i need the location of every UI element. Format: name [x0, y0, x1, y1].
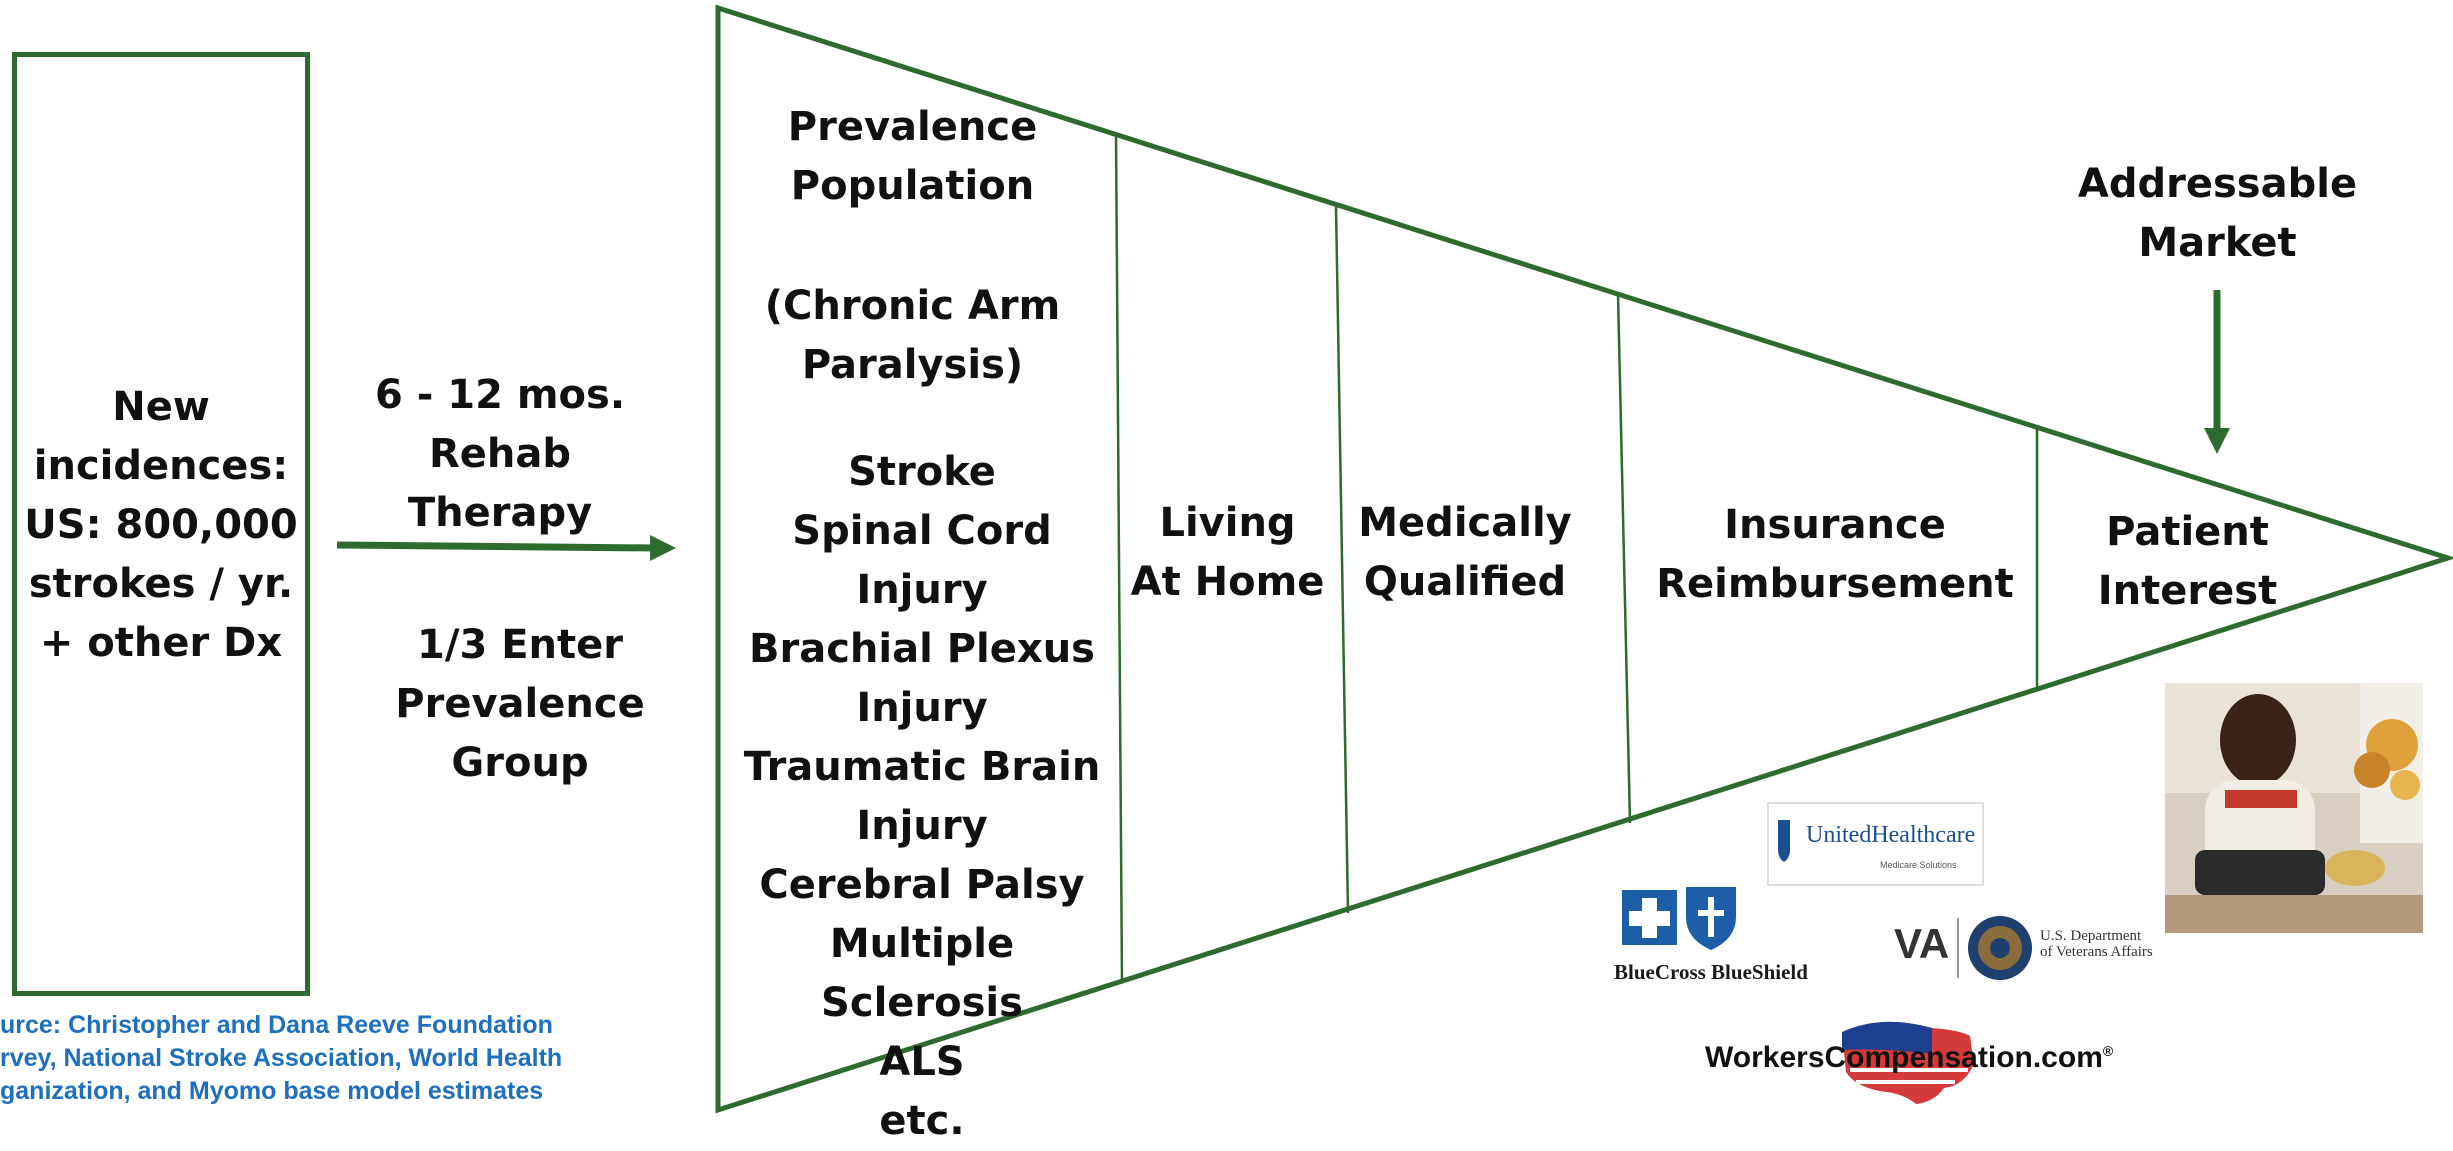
condition-item: etc. — [879, 1098, 965, 1144]
rehab-line: 6 - 12 mos. — [374, 372, 626, 418]
stage-patient-interest: Patient Interest — [2040, 503, 2335, 621]
bluecross-icon — [1622, 890, 1677, 945]
addressable-line: Market — [2138, 220, 2297, 266]
condition-item: Cerebral Palsy — [759, 862, 1085, 908]
condition-item: Brachial Plexus — [749, 626, 1095, 672]
rehab-therapy-label: 6 - 12 mos. Rehab Therapy — [330, 366, 670, 543]
stage-prevalence-subtitle-line: (Chronic Arm — [764, 283, 1061, 329]
stage-prevalence-subtitle: (Chronic Arm Paralysis) — [720, 277, 1105, 395]
new-incidences-line: strokes / yr. — [28, 561, 294, 607]
stage-prevalence-title-line: Prevalence — [787, 104, 1038, 150]
condition-item: Injury — [856, 803, 988, 849]
stage-prevalence-subtitle-line: Paralysis) — [801, 342, 1024, 388]
stage-divider-3 — [1616, 293, 1632, 824]
va-seal-icon — [1957, 916, 2032, 980]
stage-prevalence-title-line: Population — [790, 163, 1035, 209]
blueshield-icon — [1686, 887, 1736, 950]
arrow-right-icon — [336, 535, 676, 561]
prevalence-group-label: 1/3 Enter Prevalence Group — [330, 616, 710, 793]
unitedhealthcare-logo — [1767, 802, 1984, 886]
stage-living-line: At Home — [1130, 559, 1325, 605]
rehab-line: Rehab Therapy — [407, 431, 593, 536]
source-line: rvey, National Stroke Association, World… — [0, 1044, 563, 1072]
condition-item: Stroke — [848, 449, 996, 495]
unitedhealthcare-text: UnitedHealthcare — [1806, 822, 1976, 848]
prevalence-group-line: Prevalence Group — [395, 681, 645, 786]
new-incidences-line: US: 800,000 — [24, 502, 298, 548]
stage-divider-2 — [1334, 205, 1350, 914]
condition-item: Traumatic Brain — [743, 744, 1101, 790]
condition-list: Stroke Spinal Cord Injury Brachial Plexu… — [722, 443, 1122, 1151]
stage-divider-1 — [1114, 134, 1124, 984]
new-incidences-line: incidences: — [33, 443, 289, 489]
addressable-line: Addressable — [2077, 161, 2358, 207]
stage-patient-line: Patient — [2106, 509, 2269, 555]
va-department-line: of Veterans Affairs — [2040, 944, 2153, 960]
prevalence-group-line: 1/3 Enter — [417, 622, 623, 668]
stage-medically-line: Medically — [1358, 500, 1572, 546]
stage-prevalence-title: Prevalence Population — [720, 98, 1105, 216]
bcbs-text: BlueCross BlueShield — [1614, 960, 1808, 984]
source-line: ganization, and Myomo base model estimat… — [0, 1077, 544, 1105]
stage-medically-line: Qualified — [1363, 559, 1567, 605]
addressable-market-label: Addressable Market — [2050, 155, 2385, 273]
unitedhealthcare-subtext: Medicare Solutions — [1880, 860, 1957, 870]
patient-photo — [2165, 683, 2423, 933]
stage-medically-qualified: Medically Qualified — [1345, 494, 1585, 612]
condition-item: Multiple Sclerosis — [821, 921, 1023, 1026]
arrow-down-icon — [2204, 290, 2230, 454]
condition-item: Spinal Cord Injury — [792, 508, 1052, 613]
source-note: urce: Christopher and Dana Reeve Foundat… — [0, 1009, 640, 1108]
new-incidences-text: New incidences: US: 800,000 strokes / yr… — [12, 378, 310, 673]
condition-item: ALS — [879, 1039, 965, 1085]
us-flag-map-icon — [1842, 1021, 1974, 1104]
va-department-line: U.S. Department — [2040, 928, 2142, 944]
registered-mark: ® — [2102, 1043, 2114, 1059]
new-incidences-box — [12, 52, 310, 996]
stage-insurance-line: Reimbursement — [1656, 561, 2014, 607]
stage-patient-line: Interest — [2097, 568, 2278, 614]
stage-living-line: Living — [1159, 500, 1296, 546]
stage-living-at-home: Living At Home — [1120, 494, 1335, 612]
condition-item: Injury — [856, 685, 988, 731]
stage-insurance-line: Insurance — [1724, 502, 1946, 548]
va-department-text: U.S. Department of Veterans Affairs — [2040, 928, 2153, 960]
funnel-diagram — [336, 4, 2453, 1114]
workers-comp-text: WorkersCompensation.com — [1705, 1041, 2103, 1074]
va-text: VA — [1894, 920, 1950, 967]
source-line: urce: Christopher and Dana Reeve Foundat… — [0, 1011, 553, 1039]
new-incidences-line: + other Dx — [39, 620, 283, 666]
new-incidences-line: New — [112, 384, 210, 430]
funnel-outline — [715, 4, 2453, 1114]
stage-insurance-reimbursement: Insurance Reimbursement — [1640, 496, 2030, 614]
workers-comp-logo: WorkersCompensation.com® — [1705, 1041, 2113, 1075]
